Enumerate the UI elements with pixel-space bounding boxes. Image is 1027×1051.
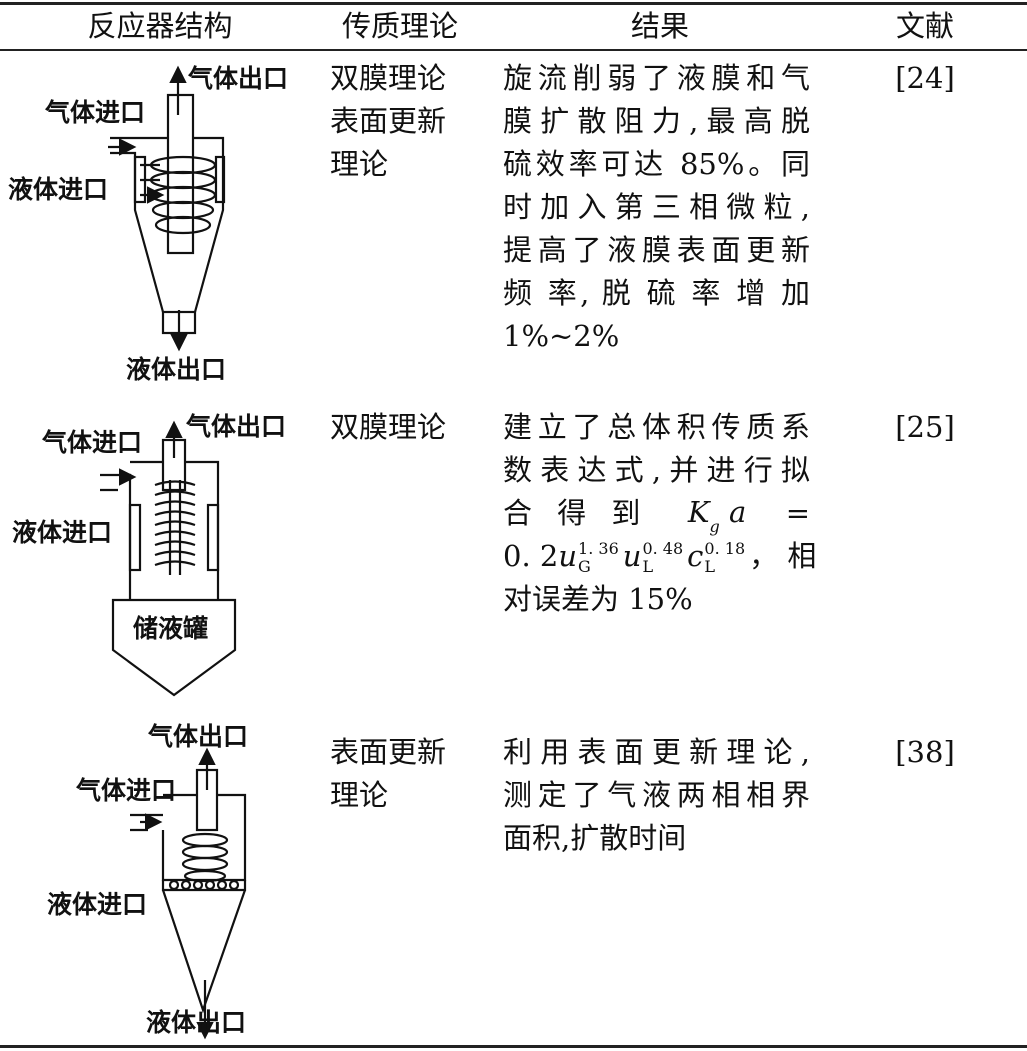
result-cell: 旋流削弱了液膜和气 膜扩散阻力,最高脱 硫效率可达 85%。同 时加入第三相微粒…: [503, 57, 810, 358]
formula-symbol: c: [687, 539, 704, 573]
formula-subscript: L: [642, 557, 654, 576]
result-line: 测定了气液两相相界: [503, 778, 810, 812]
result-line: 时加入第三相微粒,: [503, 190, 810, 224]
theory-line: 表面更新: [330, 735, 447, 769]
label-gas-outlet: 气体出口: [188, 64, 289, 93]
header-rule: [0, 49, 1027, 51]
reference: [25]: [895, 410, 955, 444]
label-tank: 储液罐: [133, 614, 209, 643]
formula-symbol: u: [558, 539, 578, 573]
result-line: 合 得 到 Kg a =: [503, 491, 810, 536]
label-liquid-outlet: 液体出口: [126, 355, 227, 384]
result-line: 数表达式,并进行拟: [503, 453, 810, 487]
label-liquid-inlet: 液体进口: [47, 890, 148, 919]
header-ref: 文献: [895, 9, 954, 43]
formula-equals: =: [785, 496, 810, 530]
result-line: 硫效率可达 85%。同: [503, 147, 810, 181]
label-liquid-inlet: 液体进口: [8, 175, 109, 204]
result-line: 利用表面更新理论,: [503, 735, 810, 769]
reactor-diagrams: [100, 65, 247, 1040]
label-liquid-outlet: 液体出口: [146, 1008, 247, 1037]
result-line: 对误差为 15%: [503, 582, 693, 616]
reference: [38]: [895, 735, 955, 769]
result-line: 膜扩散阻力,最高脱: [503, 104, 810, 138]
theory-line: 理论: [330, 147, 389, 181]
formula-exponent: 1. 36: [578, 539, 619, 558]
cyclone-reactor-diagram: [108, 65, 226, 352]
theory-line: 理论: [330, 778, 389, 812]
header-structure: 反应器结构: [87, 9, 233, 43]
formula-subscript: G: [578, 557, 591, 576]
label-gas-inlet: 气体进口: [42, 428, 143, 457]
result-line: 1%~2%: [503, 319, 620, 353]
header-theory: 传质理论: [341, 9, 458, 43]
label-liquid-inlet: 液体进口: [12, 518, 113, 547]
result-line: 提高了液膜表面更新: [503, 233, 810, 267]
header-result: 结果: [630, 9, 689, 43]
result-cell: 利用表面更新理论, 测定了气液两相相界 面积,扩散时间: [503, 731, 810, 860]
theory-cell: 双膜理论 表面更新 理论: [330, 57, 470, 186]
formula-exponent: 0. 18: [704, 539, 746, 558]
formula-tail: ， 相: [749, 539, 817, 573]
theory-line: 双膜理论: [330, 61, 447, 95]
formula-exponent: 0. 48: [642, 539, 684, 558]
theory-cell: 表面更新 理论: [330, 731, 470, 817]
result-line: 建立了总体积传质系: [503, 410, 810, 444]
formula-subscript: L: [704, 557, 716, 576]
formula-symbol: u: [622, 539, 642, 573]
bottom-rule: [0, 1045, 1027, 1048]
theory-line: 双膜理论: [330, 410, 447, 444]
result-line: 旋流削弱了液膜和气: [503, 61, 810, 95]
formula-coef: 0. 2: [503, 539, 559, 573]
label-gas-inlet: 气体进口: [45, 98, 146, 127]
result-text: 合 得 到: [503, 496, 649, 530]
formula-subscript: g: [709, 517, 720, 536]
result-line: 面积,扩散时间: [503, 821, 687, 855]
label-gas-inlet: 气体进口: [76, 776, 177, 805]
formula-symbol: a: [728, 495, 747, 529]
theory-line: 表面更新: [330, 104, 447, 138]
result-line: 频 率, 脱 硫 率 增 加: [503, 276, 810, 310]
reference: [24]: [895, 61, 955, 95]
surface-renewal-reactor-diagram: [130, 747, 247, 1040]
coil-reactor-diagram: [100, 420, 237, 697]
top-rule: [0, 2, 1027, 5]
label-gas-outlet: 气体出口: [186, 412, 287, 441]
label-gas-outlet: 气体出口: [148, 722, 249, 751]
theory-cell: 双膜理论: [330, 406, 470, 449]
formula-lhs: Kg a: [688, 491, 746, 536]
formula-symbol: K: [687, 495, 710, 529]
